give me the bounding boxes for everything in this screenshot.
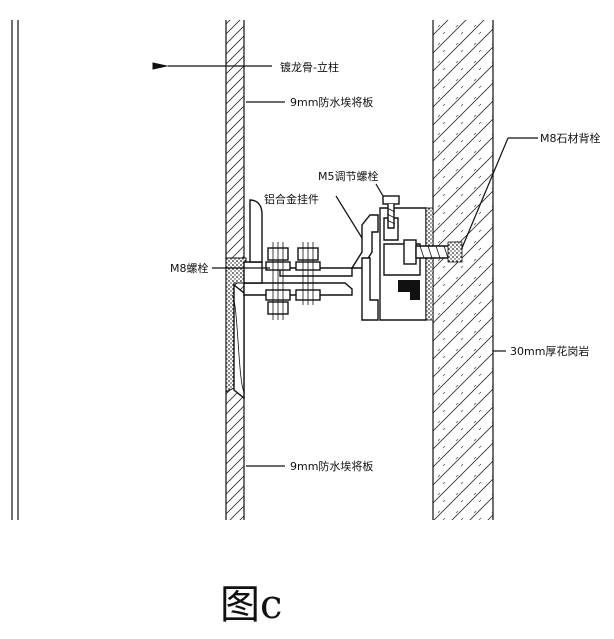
m8-bolt-label: M8螺栓 [170, 261, 209, 275]
leaders [152, 62, 538, 467]
granite-label: 30mm厚花岗岩 [510, 344, 589, 358]
alloy-hanger [279, 207, 434, 321]
alloy-hanger-label: 铝合金挂件 [264, 192, 319, 206]
adjust-bolt-label: M5调节螺栓 [318, 169, 379, 183]
column-outline [11, 20, 19, 520]
granite-slab [432, 20, 494, 520]
stone-bolt-label: M8石材背栓 [540, 131, 601, 145]
m8-bolt-right [295, 242, 321, 305]
angle-steel [225, 257, 247, 400]
board-bottom-label: 9mm防水埃将板 [290, 459, 373, 473]
keel-label: 镀龙骨-立柱 [280, 60, 339, 74]
board-top-label: 9mm防水埃将板 [290, 95, 373, 109]
m8-bolt-left [265, 242, 291, 320]
adjust-bolt [382, 195, 400, 229]
figure-caption: 图c [220, 582, 282, 628]
stone-back-bolt [403, 239, 463, 265]
